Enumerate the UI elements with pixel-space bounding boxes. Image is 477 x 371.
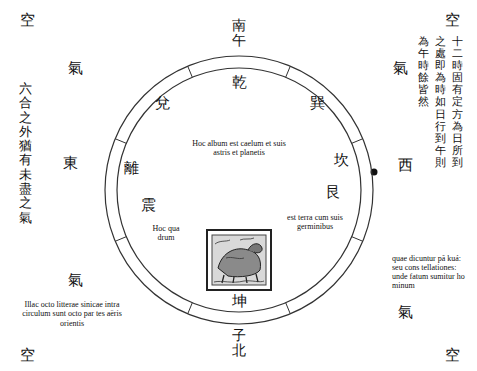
trigram-char: 巽 — [310, 95, 325, 112]
latin-note: Illac octo litterae sinicae intra circul… — [12, 300, 132, 328]
direction-label: 西 — [398, 157, 413, 174]
ring-divider — [352, 139, 363, 144]
earth-square — [207, 230, 271, 290]
corner-label: 空 — [20, 12, 35, 29]
note-column: 為午時餘皆然 — [418, 36, 429, 109]
qi-label: 氣 — [398, 304, 413, 321]
ring-divider — [286, 303, 291, 314]
direction-label: 子北 — [232, 328, 246, 359]
note-column: 十二時固有定方為日所到 — [452, 36, 463, 169]
ring-divider — [352, 237, 363, 242]
corner-label: 空 — [445, 12, 460, 29]
bagua-circle: 乾兌離震坤 艮坎 巽 Hoc album est caelum et suis ast… — [104, 55, 374, 325]
corner-label: 空 — [445, 347, 460, 364]
qi-label: 氣 — [68, 60, 83, 77]
trigram-char: 震 — [141, 197, 156, 214]
trigram-char: 坎 — [334, 152, 349, 169]
ring-divider — [115, 237, 126, 242]
qi-label: 氣 — [393, 60, 408, 77]
note-column: 之處即為時如日行到午則 — [435, 36, 446, 169]
qi-label: 氣 — [68, 272, 83, 289]
square-note: Hoc qua drum — [147, 224, 185, 242]
trigram-char: 乾 — [232, 74, 247, 91]
ring-circle — [105, 56, 373, 324]
trigram-char: 艮 — [326, 184, 341, 201]
trigram-char: 離 — [124, 160, 139, 177]
ring-circle — [117, 68, 361, 312]
ring-divider — [188, 66, 193, 77]
ring-divider — [188, 303, 193, 314]
latin-note: quae dicuntur pă kuá: seu cons tellation… — [392, 254, 472, 291]
heaven-note: Hoc album est caelum et suis astris et p… — [191, 139, 287, 157]
corner-label: 空 — [20, 347, 35, 364]
trigram-char: 坤 — [232, 293, 247, 310]
trigram-char: 兌 — [155, 95, 170, 112]
ring-divider — [115, 139, 126, 144]
direction-label: 東 — [63, 155, 78, 172]
note-column: 六合之外猶有未盡之氣 — [19, 82, 32, 225]
direction-label: 南午 — [232, 18, 246, 49]
earth-note: est terra cum suis germinibus — [286, 213, 344, 231]
ring-divider — [286, 66, 291, 77]
